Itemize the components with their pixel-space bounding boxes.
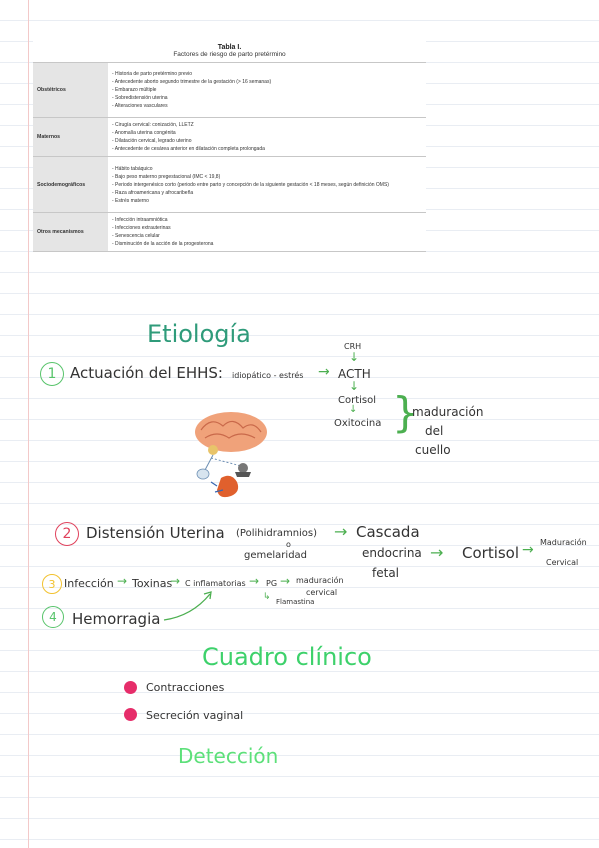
table-item: - Estrés materno [112, 197, 149, 204]
table-item: - Hábito tabáquico [112, 165, 153, 172]
bullet-contracciones: Contracciones [146, 681, 225, 694]
arrow-icon: → [249, 574, 260, 588]
table-item: - Alteraciones vasculares [112, 103, 168, 109]
arrow-down-icon: ↓ [349, 350, 360, 364]
item2-o: o [286, 540, 291, 549]
item4-text: Hemorragia [72, 610, 161, 628]
margin-line [28, 0, 29, 848]
brace-icon: } [392, 388, 419, 437]
item2-text: Distensión Uterina [86, 524, 225, 542]
table-item: - Bajo peso materno pregestacional (IMC … [112, 173, 221, 180]
table-item: - Senescencia celular [112, 233, 160, 239]
item2-paren: (Polihidramnios) [236, 528, 318, 539]
table-item: - Historia de parto pretérmino previo [112, 71, 193, 77]
maduracion-1: maduración [412, 405, 484, 419]
item2-gemelar: gemelaridad [244, 550, 308, 561]
table-subtitle: Factores de riesgo de parto pretérmino [173, 51, 286, 58]
number-3-circle: 3 [42, 574, 62, 594]
maduracion-2: del [425, 424, 444, 438]
table-item: - Cirugía cervical: conización, LLETZ [112, 122, 194, 128]
item3-maduracion-1: maduración [296, 576, 344, 585]
number-1: 1 [47, 366, 57, 382]
cascada-3: fetal [372, 566, 399, 580]
oxitocina-label: Oxitocina [334, 418, 382, 429]
table-item: - Disminución de la acción de la progest… [112, 241, 214, 247]
table-items: - Historia de parto pretérmino previo - … [108, 62, 426, 118]
table-item: - Dilatación cervical, legrado uterino [112, 138, 192, 144]
number-1-circle: 1 [40, 362, 64, 386]
table-row: Sociodemográficos - Hábito tabáquico - B… [33, 156, 426, 213]
cascada-2: endocrina [362, 546, 422, 560]
number-2-circle: 2 [55, 522, 79, 546]
table-category: Maternos [33, 117, 108, 157]
item3-infeccion: Infección [64, 577, 114, 590]
arrow-icon: → [280, 574, 291, 588]
maduracion-cervical-2: Cervical [546, 558, 579, 567]
number-4: 4 [49, 610, 57, 624]
etiologia-heading: Etiología [147, 320, 251, 348]
arrow-icon: → [117, 574, 128, 588]
maduracion-3: cuello [415, 443, 451, 457]
item3-toxinas: Toxinas [132, 577, 173, 590]
table-items: - Infección intraamniótica - Infecciones… [108, 212, 426, 252]
arrow-icon: ↳ [263, 592, 271, 602]
bullet-dot [124, 681, 137, 694]
number-4-circle: 4 [42, 606, 64, 628]
item3-pg: PG [266, 579, 278, 588]
arrow-down-icon: ↓ [349, 379, 360, 393]
item3-maduracion-2: cervical [306, 588, 338, 597]
arrow-down-icon: ↓ [349, 404, 358, 415]
risk-factor-table: Tabla I. Factores de riesgo de parto pre… [33, 40, 426, 254]
cuadro-clinico-heading: Cuadro clínico [202, 643, 372, 671]
cortisol-2-label: Cortisol [462, 544, 520, 562]
table-body: Obstétricos - Historia de parto pretérmi… [33, 62, 426, 252]
acth-label: ACTH [338, 367, 371, 381]
item1-detail: idiopático - estrés [232, 371, 304, 380]
cortisol-label: Cortisol [338, 395, 377, 406]
arrow-icon: → [522, 542, 534, 558]
table-item: - Anomalía uterina congénita [112, 130, 176, 136]
arrow-icon: → [170, 574, 181, 588]
hpa-axis-illustration [195, 412, 267, 498]
table-items: - Hábito tabáquico - Bajo peso materno p… [108, 156, 426, 213]
cascada-1: Cascada [356, 523, 420, 541]
table-item: - Embarazo múltiple [112, 87, 157, 93]
table-items: - Cirugía cervical: conización, LLETZ - … [108, 117, 426, 157]
table-item: - Periodo intergenésico corto (periodo e… [112, 181, 389, 188]
item3-flamastina: Flamastina [276, 598, 315, 606]
maduracion-cervical-1: Maduración [540, 538, 587, 547]
crh-label: CRH [344, 342, 362, 351]
arrow-icon: → [334, 522, 348, 541]
table-row: Otros mecanismos - Infección intraamniót… [33, 212, 426, 252]
table-item: - Antecedente aborto segundo trimestre d… [112, 79, 272, 85]
item3-c-inflamatorias: C inflamatorias [185, 579, 246, 588]
number-2: 2 [62, 526, 72, 542]
table-row: Maternos - Cirugía cervical: conización,… [33, 117, 426, 157]
table-category: Obstétricos [33, 62, 108, 118]
number-3: 3 [48, 577, 56, 591]
item1-text: Actuación del EHHS: [70, 364, 223, 382]
bullet-dot [124, 708, 137, 721]
table-row: Obstétricos - Historia de parto pretérmi… [33, 62, 426, 118]
table-item: - Infecciones extrauterinas [112, 225, 171, 231]
table-item: - Sobredistensión uterina [112, 95, 168, 101]
arrow-icon: → [430, 543, 444, 562]
table-item: - Antecedente de cesárea anterior en dil… [112, 146, 265, 152]
table-item: - Raza afroamericana y afrocaribeña [112, 189, 194, 196]
deteccion-heading: Detección [178, 744, 279, 768]
bullet-secrecion: Secreción vaginal [146, 709, 244, 722]
table-category: Sociodemográficos [33, 156, 108, 213]
arrow-icon: → [318, 364, 330, 380]
arrow-icon [163, 591, 212, 621]
table-title: Tabla I. [217, 44, 242, 51]
table-item: - Infección intraamniótica [112, 217, 168, 223]
table-category: Otros mecanismos [33, 212, 108, 252]
